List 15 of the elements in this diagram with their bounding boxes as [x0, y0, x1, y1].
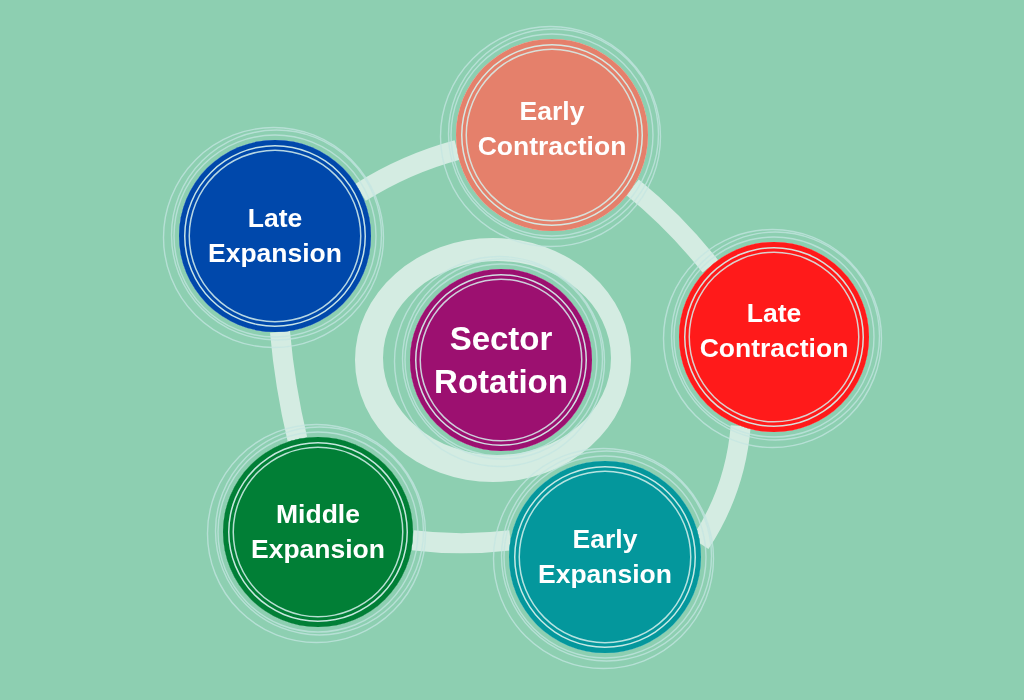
phase-circle [456, 39, 648, 231]
node-label: Sector Rotation [433, 319, 569, 402]
connector-band [270, 330, 308, 442]
connector-band [626, 179, 719, 273]
connector-band [355, 140, 460, 201]
node-label: Middle Expansion [250, 498, 386, 566]
node-label: Early Contraction [476, 95, 628, 163]
node-label: Early Expansion [537, 523, 673, 591]
phase-circle [509, 461, 701, 653]
node-label: Late Expansion [207, 202, 343, 270]
phase-circle [223, 437, 413, 627]
connector-band [411, 530, 512, 554]
node-label: Late Contraction [698, 297, 850, 365]
phase-circle [679, 242, 869, 432]
phase-circle [179, 140, 371, 332]
